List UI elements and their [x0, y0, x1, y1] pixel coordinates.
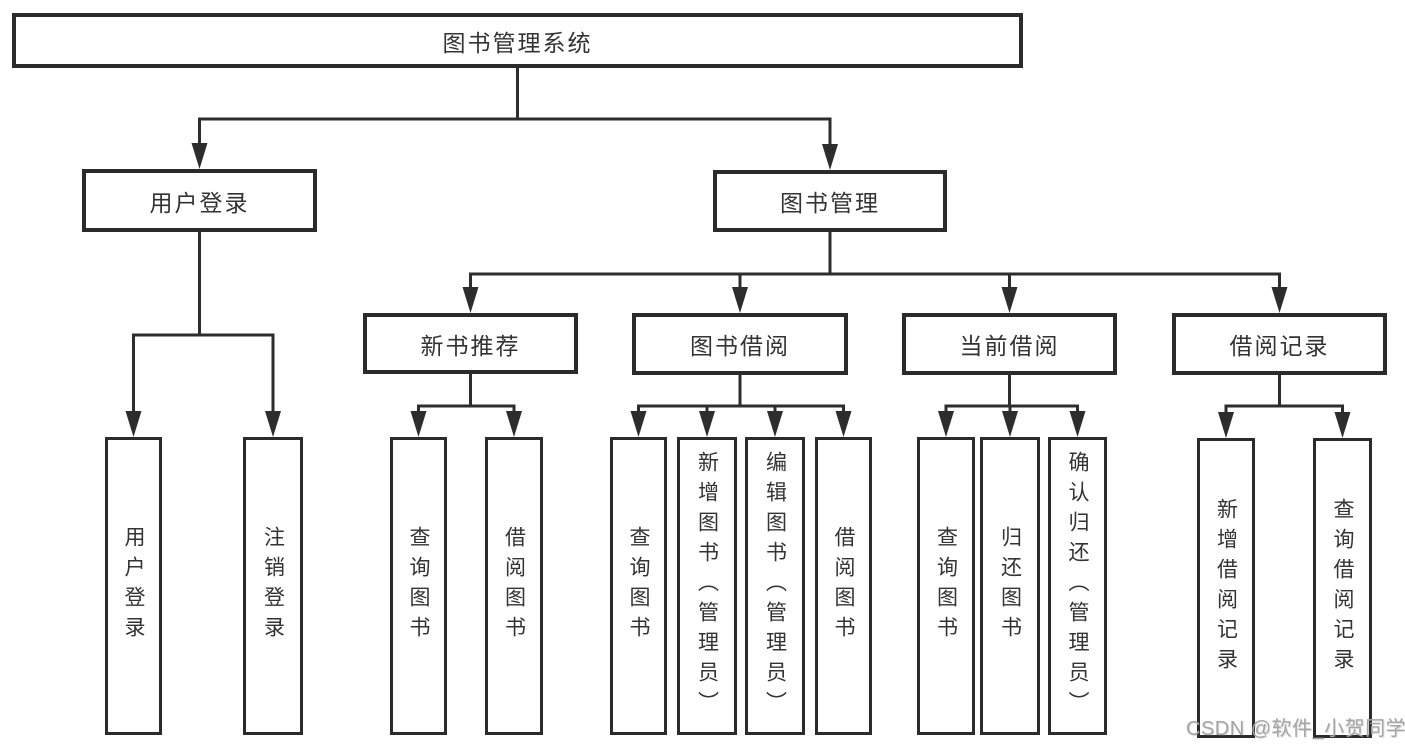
edge-group-login-menu	[125, 230, 281, 437]
arrowhead-icon	[462, 287, 479, 313]
edge-group-book-mgmt	[462, 230, 1288, 313]
node-label: 用户登录	[149, 189, 250, 216]
diagram-node-nb-borrow: 借阅图书	[485, 437, 543, 735]
node-label: 当前借阅	[959, 333, 1060, 359]
edge-group-system	[191, 66, 838, 170]
diagram-node-nb-query: 查询图书	[390, 437, 447, 735]
diagram-node-new-books: 新书推荐	[363, 313, 578, 374]
edge-group-current-borrow	[938, 373, 1086, 437]
diagram-node-bb-edit: 编辑图书（管理员）	[745, 437, 805, 735]
diagram-node-login-leaf: 用户登录	[105, 437, 162, 735]
node-label: 注销登录	[261, 526, 285, 646]
node-label: 归还图书	[998, 526, 1022, 646]
diagram-node-cb-confirm: 确认归还（管理员）	[1048, 437, 1107, 735]
arrowhead-icon	[410, 411, 427, 437]
node-label: 借阅图书	[832, 526, 855, 646]
arrowhead-icon	[506, 411, 522, 437]
diagram-node-br-query: 查询借阅记录	[1313, 438, 1372, 738]
arrowhead-icon	[1069, 411, 1086, 437]
diagram-node-bb-add: 新增图书（管理员）	[677, 437, 737, 735]
watermark: CSDN @软件_小贺同学	[1186, 718, 1405, 740]
diagram-node-current-borrow: 当前借阅	[902, 313, 1117, 375]
arrowhead-icon	[767, 411, 783, 437]
arrowhead-icon	[630, 411, 647, 437]
diagram-node-bb-borrow: 借阅图书	[815, 437, 872, 735]
diagram-node-bb-query: 查询图书	[610, 437, 667, 735]
diagram-node-br-add: 新增借阅记录	[1197, 438, 1255, 738]
edge-group-new-books	[410, 372, 522, 437]
arrowhead-icon	[1271, 287, 1288, 313]
node-label: 编辑图书（管理员）	[763, 451, 787, 721]
node-label: 确认归还（管理员）	[1066, 451, 1089, 721]
arrowhead-icon	[938, 411, 954, 437]
node-label: 图书管理系统	[442, 29, 593, 56]
diagram-node-cb-query: 查询图书	[917, 437, 975, 735]
edge-group-book-borrow	[630, 373, 852, 437]
arrowhead-icon	[699, 411, 715, 437]
node-label: 查询图书	[407, 526, 430, 646]
node-label: 图书借阅	[690, 333, 790, 359]
arrowhead-icon	[191, 143, 208, 169]
node-label: 借阅记录	[1229, 333, 1330, 359]
diagram-node-borrow-records: 借阅记录	[1172, 313, 1387, 375]
arrowhead-icon	[125, 411, 142, 437]
diagram-node-book-borrow: 图书借阅	[632, 313, 848, 375]
edge-group-borrow-records	[1218, 373, 1351, 438]
node-label: 新增图书（管理员）	[695, 451, 719, 721]
node-label: 新书推荐	[420, 332, 521, 359]
node-label: 新增借阅记录	[1214, 498, 1238, 678]
node-label: 查询图书	[934, 526, 958, 646]
arrowhead-icon	[1334, 412, 1351, 438]
diagram-node-login-menu: 用户登录	[82, 169, 317, 232]
node-label: 用户登录	[122, 526, 145, 646]
arrowhead-icon	[1218, 412, 1234, 438]
arrowhead-icon	[835, 411, 852, 437]
node-label: 查询借阅记录	[1331, 498, 1354, 678]
arrowhead-icon	[265, 411, 281, 437]
diagram-node-logout-leaf: 注销登录	[243, 437, 303, 735]
arrowhead-icon	[822, 144, 838, 170]
diagram-node-cb-return: 归还图书	[980, 437, 1040, 735]
diagram-node-book-mgmt: 图书管理	[713, 170, 947, 232]
node-label: 图书管理	[780, 190, 880, 216]
diagram-node-system: 图书管理系统	[12, 13, 1023, 68]
arrowhead-icon	[1001, 287, 1018, 313]
arrowhead-icon	[1002, 411, 1018, 437]
node-label: 查询图书	[627, 526, 650, 646]
node-label: 借阅图书	[502, 526, 526, 646]
arrowhead-icon	[732, 287, 748, 313]
